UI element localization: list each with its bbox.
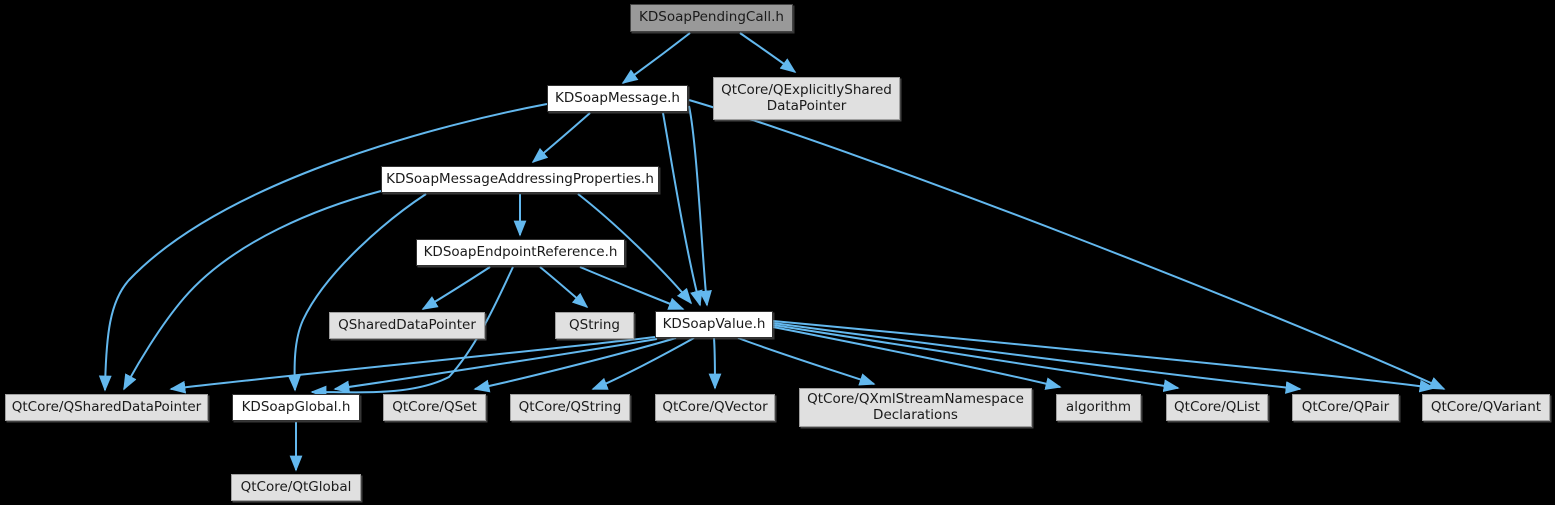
graph-node-qvariant[interactable]: QtCore/QVariant bbox=[1422, 394, 1550, 421]
graph-edge-message-to-qtsharedptr bbox=[98, 103, 548, 392]
graph-node-label: QtCore/QSharedDataPointer bbox=[11, 398, 202, 415]
graph-edge-soapvalue-to-soapglobal bbox=[333, 338, 658, 394]
graph-node-label: KDSoapEndpointReference.h bbox=[423, 243, 618, 260]
graph-node-qxmlns[interactable]: QtCore/QXmlStreamNamespace Declarations bbox=[799, 388, 1032, 427]
graph-edge-message-to-addrprops bbox=[531, 112, 591, 164]
graph-edge-endpointref-to-qsharedptr bbox=[421, 266, 491, 310]
graph-node-label: QtCore/QPair bbox=[1301, 398, 1390, 415]
graph-node-message[interactable]: KDSoapMessage.h bbox=[547, 85, 688, 112]
graph-node-label: QtCore/QList bbox=[1174, 398, 1260, 415]
graph-node-algorithm[interactable]: algorithm bbox=[1056, 394, 1141, 421]
graph-edge-endpointref-to-soapvalue bbox=[579, 266, 685, 310]
graph-node-pendingcall: KDSoapPendingCall.h bbox=[630, 4, 793, 32]
graph-node-qtqstring[interactable]: QtCore/QString bbox=[510, 394, 630, 421]
graph-edge-soapvalue-to-qpair bbox=[772, 322, 1302, 394]
graph-edge-message-to-qvariant bbox=[688, 99, 1446, 390]
graph-edge-soapvalue-to-qvector bbox=[708, 337, 722, 390]
graph-node-qlist[interactable]: QtCore/QList bbox=[1166, 394, 1268, 421]
graph-edge-addrprops-to-qtsharedptr bbox=[123, 190, 382, 391]
graph-node-qpair[interactable]: QtCore/QPair bbox=[1292, 394, 1399, 421]
graph-edge-soapvalue-to-qlist bbox=[772, 324, 1180, 393]
graph-node-label: KDSoapValue.h bbox=[662, 315, 766, 332]
graph-edge-pendingcall-to-explicitly bbox=[739, 32, 797, 73]
graph-edge-soapvalue-to-qvariant bbox=[772, 320, 1436, 393]
graph-edge-endpointref-to-soapglobal bbox=[310, 266, 514, 399]
graph-node-label: algorithm bbox=[1065, 398, 1132, 415]
graph-edge-soapvalue-to-algorithm bbox=[772, 326, 1062, 390]
graph-edge-soapvalue-to-qxmlns bbox=[737, 337, 876, 386]
graph-edge-soapvalue-to-qtsharedptr bbox=[169, 336, 656, 394]
graph-node-label: QtCore/QXmlStreamNamespace Declarations bbox=[807, 391, 1024, 423]
graph-node-label: KDSoapMessageAddressingProperties.h bbox=[386, 170, 654, 187]
graph-node-label: QString bbox=[569, 316, 620, 333]
graph-edge-message-to-soapvalue2 bbox=[688, 105, 712, 307]
graph-node-label: QtCore/QString bbox=[518, 398, 622, 415]
graph-node-qset[interactable]: QtCore/QSet bbox=[383, 394, 486, 421]
graph-node-label: KDSoapGlobal.h bbox=[241, 398, 351, 415]
graph-edge-message-to-soapvalue bbox=[662, 112, 703, 307]
graph-node-endpointref[interactable]: KDSoapEndpointReference.h bbox=[416, 239, 625, 266]
graph-node-qsharedptr[interactable]: QSharedDataPointer bbox=[329, 312, 485, 339]
graph-node-label: QtCore/QExplicitlyShared DataPointer bbox=[721, 82, 892, 114]
edge-group bbox=[98, 32, 1446, 472]
graph-node-explicitly[interactable]: QtCore/QExplicitlyShared DataPointer bbox=[713, 77, 900, 120]
graph-edge-addrprops-to-soapvalue bbox=[577, 193, 693, 305]
graph-node-label: QtCore/QSet bbox=[392, 398, 477, 415]
graph-node-qtglobal[interactable]: QtCore/QtGlobal bbox=[231, 474, 361, 501]
graph-node-label: QSharedDataPointer bbox=[338, 316, 476, 333]
graph-edge-soapvalue-to-qset bbox=[473, 337, 677, 393]
graph-edge-pendingcall-to-message bbox=[621, 32, 691, 84]
graph-node-label: QtCore/QVector bbox=[662, 398, 768, 415]
graph-edge-soapvalue-to-qtqstring bbox=[591, 337, 695, 390]
graph-node-label: KDSoapPendingCall.h bbox=[639, 9, 784, 26]
graph-node-qvector[interactable]: QtCore/QVector bbox=[655, 394, 775, 421]
graph-node-soapglobal[interactable]: KDSoapGlobal.h bbox=[232, 394, 360, 421]
graph-node-label: QtCore/QtGlobal bbox=[240, 478, 352, 495]
graph-edge-endpointref-to-qstring bbox=[539, 266, 589, 309]
graph-node-qstring[interactable]: QString bbox=[555, 312, 634, 339]
graph-edge-addrprops-to-soapglobal bbox=[288, 193, 427, 392]
graph-node-qtsharedptr[interactable]: QtCore/QSharedDataPointer bbox=[5, 394, 208, 421]
graph-node-label: QtCore/QVariant bbox=[1430, 398, 1542, 415]
graph-node-addrprops[interactable]: KDSoapMessageAddressingProperties.h bbox=[381, 166, 659, 193]
graph-node-label: KDSoapMessage.h bbox=[555, 89, 680, 106]
graph-node-soapvalue[interactable]: KDSoapValue.h bbox=[655, 311, 773, 338]
